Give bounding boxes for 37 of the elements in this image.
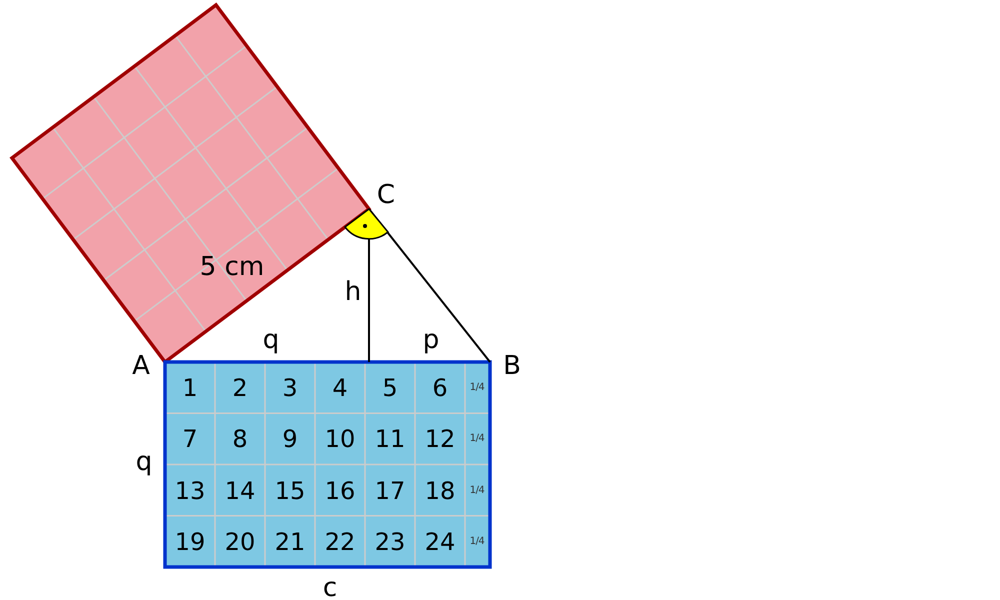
- cell-number: 19: [174, 530, 206, 554]
- side-label: c: [322, 575, 338, 600]
- cell-number: 7: [182, 427, 198, 452]
- cell-number: 5: [382, 376, 398, 400]
- side-label: q: [262, 327, 280, 353]
- fraction: 1/4: [470, 383, 484, 393]
- cell-number: 15: [274, 478, 306, 502]
- cell-number: 9: [282, 427, 298, 452]
- cell-number: 10: [324, 427, 356, 452]
- cell-number: 4: [332, 376, 348, 400]
- fraction: 1/4: [470, 486, 484, 496]
- vertex-label: C: [376, 182, 396, 208]
- cell-number: 20: [224, 530, 256, 554]
- side-label: 5 cm: [200, 254, 264, 280]
- side-label: q: [136, 449, 152, 475]
- cell-number: 11: [374, 427, 406, 452]
- cell-number: 3: [282, 376, 298, 400]
- fraction: 1/4: [470, 536, 484, 547]
- cell-number: 22: [324, 530, 356, 554]
- cell-number: 1: [182, 376, 198, 400]
- cell-number: 16: [324, 478, 356, 502]
- cell-number: 14: [224, 478, 256, 502]
- cell-number: 13: [174, 478, 206, 502]
- fraction: 1/4: [470, 434, 484, 444]
- cell-number: 8: [232, 427, 248, 452]
- cell-number: 17: [374, 478, 406, 502]
- cell-number: 18: [424, 478, 456, 502]
- side-label: h: [344, 279, 362, 305]
- cell-number: 23: [374, 530, 406, 554]
- cell-number: 12: [424, 427, 456, 452]
- cell-number: 24: [424, 530, 456, 554]
- side-label: p: [422, 327, 440, 353]
- cell-number: 2: [232, 376, 248, 400]
- cell-number: 6: [432, 376, 448, 400]
- vertex-label: A: [132, 353, 150, 379]
- vertex-label: B: [503, 353, 521, 379]
- cell-number: 21: [274, 530, 306, 554]
